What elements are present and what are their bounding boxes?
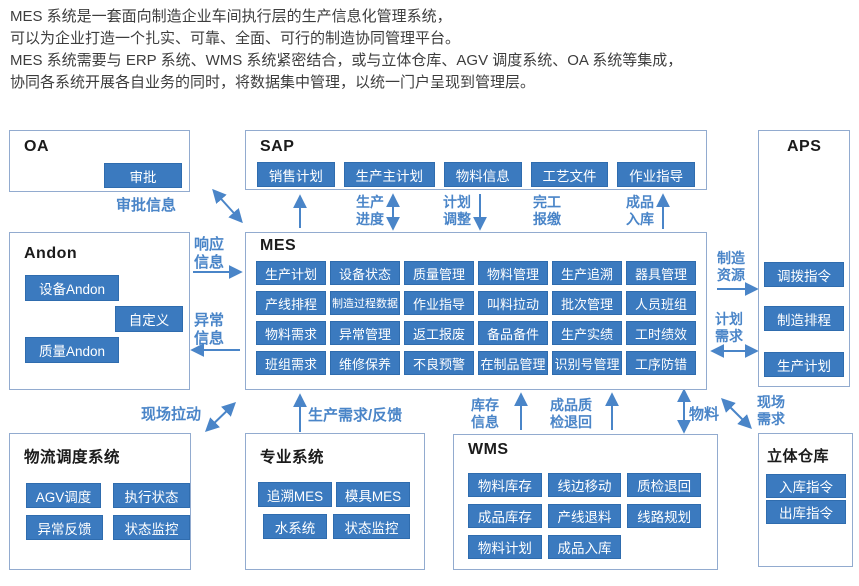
logistics-box-title: 物流调度系统: [24, 449, 121, 466]
module-chip: 叫料拉动: [478, 291, 548, 315]
module-chip: 水系统: [263, 514, 327, 539]
module-chip: 物料库存: [468, 473, 542, 497]
module-chip: 备品备件: [478, 321, 548, 345]
module-chip: 生产计划: [256, 261, 326, 285]
module-chip: 产线退料: [547, 504, 622, 528]
flow-label-plan-adjust: 计划调整: [443, 194, 471, 227]
module-chip: 质量Andon: [25, 337, 119, 363]
flow-label-field-demand: 现场需求: [757, 394, 785, 427]
intro-line: 可以为企业打造一个扎实、可靠、全面、可行的制造协同管理平台。: [10, 30, 461, 47]
module-chip: 状态监控: [113, 515, 190, 540]
module-chip: 制造排程: [764, 306, 844, 331]
module-chip: 质检退回: [627, 473, 701, 497]
module-chip: 自定义: [115, 306, 183, 332]
module-chip: 班组需求: [256, 351, 326, 375]
asrs-box: 立体仓库 入库指令 出库指令: [758, 433, 853, 567]
sap-chip-row: 销售计划 生产主计划 物料信息 工艺文件 作业指导: [257, 162, 696, 187]
asrs-box-title: 立体仓库: [767, 448, 830, 465]
module-chip: 状态监控: [333, 514, 410, 539]
intro-line: MES 系统需要与 ERP 系统、WMS 系统紧密结合，或与立体仓库、AGV 调…: [10, 52, 683, 69]
oa-box: OA 审批: [9, 130, 190, 192]
module-chip: 工艺文件: [530, 162, 609, 187]
module-chip: 设备Andon: [25, 275, 119, 301]
sap-box-title: SAP: [260, 138, 295, 155]
mes-chip-grid: 生产计划 设备状态 质量管理 物料管理 生产追溯 器具管理 产线排程 制造过程数…: [256, 261, 696, 375]
module-chip: 生产计划: [764, 352, 844, 377]
module-chip: 设备状态: [330, 261, 400, 285]
module-chip: 调拨指令: [764, 262, 844, 287]
specialized-box-title: 专业系统: [260, 449, 325, 466]
module-chip: 生产主计划: [343, 162, 435, 187]
oa-box-title: OA: [24, 138, 49, 155]
module-chip: 销售计划: [257, 162, 335, 187]
module-chip: 工时绩效: [626, 321, 696, 345]
arrow-approval-info: [212, 188, 243, 224]
module-chip: 人员班组: [626, 291, 696, 315]
module-chip: 审批: [104, 163, 182, 188]
module-chip: 追溯MES: [258, 482, 332, 507]
module-chip: 在制品管理: [478, 351, 548, 375]
module-chip: 批次管理: [552, 291, 622, 315]
flow-label-field-pull: 现场拉动: [141, 406, 202, 423]
module-chip: 不良预警: [404, 351, 474, 375]
module-chip: 作业指导: [404, 291, 474, 315]
module-chip: 器具管理: [626, 261, 696, 285]
intro-text: MES 系统是一套面向制造企业车间执行层的生产信息化管理系统， 可以为企业打造一…: [10, 6, 682, 94]
flow-label-material: 物料: [689, 406, 720, 423]
module-chip: 质量管理: [404, 261, 474, 285]
andon-box: Andon 设备Andon 自定义 质量Andon: [9, 232, 190, 390]
aps-box-title: APS: [787, 138, 822, 155]
arrow-field-pull: [204, 402, 237, 432]
flow-label-completion-report: 完工报缴: [533, 194, 561, 227]
flow-label-fg-qc-return: 成品质检退回: [550, 397, 592, 430]
module-chip: 返工报废: [404, 321, 474, 345]
module-chip: 模具MES: [336, 482, 410, 507]
flow-label-prod-demand-feedback: 生产需求/反馈: [308, 407, 403, 424]
module-chip: 制造过程数据: [330, 291, 400, 315]
intro-line: 协同各系统开展各自业务的同时，将数据集中管理，以统一门户呈现到管理层。: [10, 74, 536, 91]
module-chip: AGV调度: [26, 483, 101, 508]
module-chip: 线路规划: [627, 504, 701, 528]
module-chip: 异常管理: [330, 321, 400, 345]
module-chip: 线边移动: [547, 473, 622, 497]
wms-box-title: WMS: [468, 441, 509, 458]
mes-box-title: MES: [260, 237, 297, 254]
module-chip: 执行状态: [113, 483, 190, 508]
flow-label-finished-storage: 成品入库: [626, 194, 654, 227]
module-chip: 作业指导: [617, 162, 696, 187]
logistics-box: 物流调度系统 AGV调度 执行状态 异常反馈 状态监控: [9, 433, 191, 570]
module-chip: 工序防错: [626, 351, 696, 375]
module-chip: 物料信息: [443, 162, 522, 187]
module-chip: 成品入库: [547, 535, 622, 559]
flow-label-prod-progress: 生产进度: [356, 194, 384, 227]
module-chip: 生产追溯: [552, 261, 622, 285]
module-chip: 物料管理: [478, 261, 548, 285]
aps-box: APS 调拨指令 制造排程 生产计划: [758, 130, 850, 387]
flow-label-response-info: 响应信息: [194, 236, 225, 271]
specialized-box: 专业系统 追溯MES 模具MES 水系统 状态监控: [245, 433, 425, 570]
flow-label-exception-info: 异常信息: [194, 312, 225, 347]
sap-box: SAP 销售计划 生产主计划 物料信息 工艺文件 作业指导: [245, 130, 707, 190]
flow-label-approval-info: 审批信息: [116, 197, 177, 214]
mes-box: MES 生产计划 设备状态 质量管理 物料管理 生产追溯 器具管理 产线排程 制…: [245, 232, 707, 390]
module-chip: 物料计划: [468, 535, 542, 559]
flow-label-mfg-resource: 制造资源: [717, 250, 745, 283]
module-chip: 入库指令: [766, 474, 846, 498]
module-chip: 成品库存: [468, 504, 542, 528]
module-chip: 异常反馈: [26, 515, 103, 540]
module-chip: 物料需求: [256, 321, 326, 345]
wms-chip-grid: 物料库存 线边移动 质检退回 成品库存 产线退料 线路规划 物料计划 成品入库: [468, 473, 701, 559]
module-chip: 识别号管理: [552, 351, 622, 375]
flow-label-plan-demand: 计划需求: [715, 311, 743, 344]
module-chip: 生产实绩: [552, 321, 622, 345]
wms-box: WMS 物料库存 线边移动 质检退回 成品库存 产线退料 线路规划 物料计划 成…: [453, 434, 718, 570]
module-chip: 维修保养: [330, 351, 400, 375]
arrow-field-demand: [721, 398, 752, 429]
andon-box-title: Andon: [24, 245, 78, 262]
intro-line: MES 系统是一套面向制造企业车间执行层的生产信息化管理系统，: [10, 8, 452, 25]
module-chip: 出库指令: [766, 500, 846, 524]
module-chip: 产线排程: [256, 291, 326, 315]
flow-label-inventory-info: 库存信息: [471, 397, 499, 430]
